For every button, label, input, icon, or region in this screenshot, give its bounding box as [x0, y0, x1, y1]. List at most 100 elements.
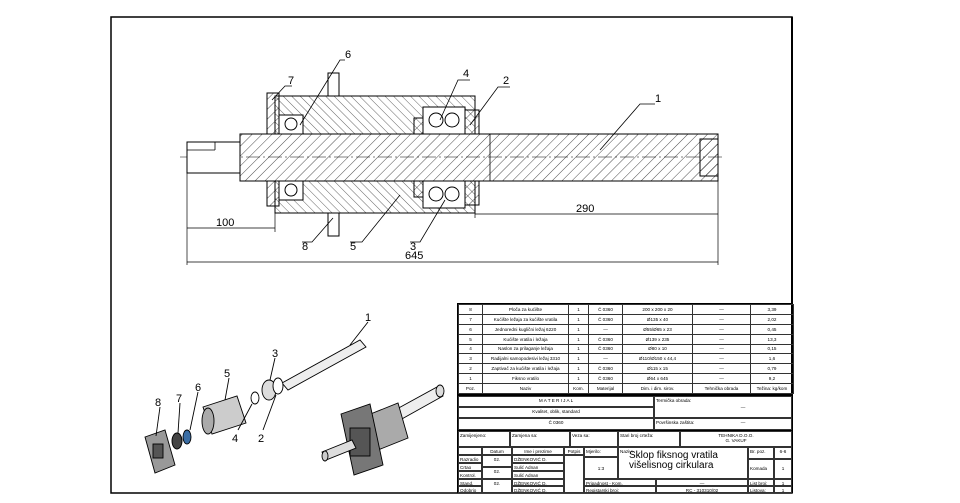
shaft-right-step [699, 138, 719, 177]
position-value: 6-6 [774, 447, 792, 459]
bom-header-cell: Naziv [482, 383, 569, 394]
scale-label: Mjerilo: [584, 447, 618, 457]
bom-cell: Ø80 x 10 [622, 343, 693, 355]
bom-cell: 3 [458, 353, 483, 365]
bom-header-cell: Težina: kg/kom [750, 383, 794, 394]
dim-100-label: 100 [216, 217, 234, 229]
iso-shaft-front-end [321, 450, 329, 462]
bom-cell: 1 [568, 304, 589, 315]
company-location: G. VAKUF [725, 438, 747, 443]
bom-cell: 2 [458, 363, 483, 375]
bom-cell: 13,3 [750, 333, 794, 345]
exploded-callout-2: 2 [258, 433, 264, 445]
leader-4 [439, 79, 470, 121]
bom-cell: Kućište vratila i ležaja [482, 333, 569, 345]
bom-cell: 1 [568, 373, 589, 384]
bom-cell: 1 [568, 343, 589, 355]
leader-5 [350, 194, 401, 243]
person-3: Sulić Adnan [512, 471, 564, 479]
bom-cell: — [692, 304, 751, 315]
date-2: 02. [482, 467, 512, 479]
bom-cell: Ø139 x 235 [622, 333, 693, 345]
bom-cell: 7 [458, 313, 483, 325]
belongs-value: — [656, 479, 748, 486]
exploded-callout-4: 4 [232, 433, 238, 445]
dim-645-label: 645 [405, 250, 423, 262]
roller-ball-3 [428, 186, 444, 202]
bom-cell: 1 [568, 363, 589, 375]
spacer-bottom [413, 180, 424, 198]
material-block: M A T E R I J A L Kvalitet, oblik, stand… [457, 395, 792, 430]
exploded-seal-2 [272, 377, 284, 395]
bom-cell: 8 [458, 304, 483, 315]
sig-header-blank [458, 447, 482, 455]
role-odobrio: Odobrio [458, 486, 482, 493]
leader-lines [271, 59, 655, 243]
role-kontrol: Kontrol. [458, 471, 482, 479]
material-sub: Kvalitet, oblik, standard [458, 407, 654, 418]
role-crtao: Crtao [458, 463, 482, 471]
shaft-body [239, 133, 719, 182]
bom-cell: Č 0360 [588, 373, 623, 384]
bearing-cap-top [266, 92, 280, 135]
bearing-cap-bottom [266, 180, 280, 207]
bom-cell: Ø110/Ø150 x 44,4 [622, 353, 693, 365]
seal-bottom [464, 180, 480, 206]
bom-cell: 3,39 [750, 304, 794, 315]
section-view: 100 290 645 1 2 4 6 7 8 5 3 [180, 49, 725, 265]
roller-ball-4 [444, 186, 460, 202]
bom-header-cell: Poz. [458, 383, 483, 394]
registry-value: RC - 310310/02 [656, 486, 748, 493]
bom-header-cell: Kom. [568, 383, 589, 394]
bom-cell: Jednoredni kuglični ležaj 6220 [482, 323, 569, 335]
exploded-plate-8-hole [152, 443, 164, 459]
bom-cell: Ø115 x 15 [622, 363, 693, 375]
name-header: Ime i prezime [512, 447, 564, 455]
bom-cell: 0,15 [750, 343, 794, 355]
person-4: DŽENKOVIĆ D. [512, 479, 564, 486]
exp-leader-3 [269, 357, 276, 381]
bom-header-cell: Materijal [588, 383, 623, 394]
person-2: Sulić Adnan [512, 463, 564, 471]
bom-cell: Č 0360 [588, 333, 623, 345]
position-label: Br. poz. [748, 447, 774, 459]
exp-leader-2 [262, 394, 277, 431]
exploded-cap-7 [171, 432, 183, 450]
bom-cell: 9,2 [750, 373, 794, 384]
roller-ball-2 [444, 112, 460, 128]
leader-8 [302, 217, 334, 243]
bom-cell: 5 [458, 333, 483, 345]
leader-1 [599, 103, 655, 151]
company-name-text: TEHNIKA D.O.O. [718, 433, 754, 438]
exploded-callout-7: 7 [176, 393, 182, 405]
scale-value: 1:3 [584, 457, 618, 479]
sheets-total-value: 1 [774, 486, 792, 493]
assembled-isometric [321, 384, 445, 476]
bom-cell: Ø55/Ø65 x 23 [622, 323, 693, 335]
quantity-value: 1 [774, 459, 792, 479]
thermal-treatment-value: — [740, 405, 746, 410]
bom-cell: 200 x 200 x 20 [622, 304, 693, 315]
role-razradio: Razradio [458, 455, 482, 463]
leader-2 [469, 86, 510, 126]
quantity-label: Komada [748, 459, 774, 479]
bom-cell: 2,02 [750, 313, 794, 325]
bom-cell: — [692, 313, 751, 325]
sheets-total-label: Listova: [748, 486, 774, 493]
bom-cell: — [692, 333, 751, 345]
material-value: Č 0360 [458, 418, 654, 430]
bom-cell: Zaptivač za kućište vratila i ležaja [482, 363, 569, 375]
iso-shaft-end [435, 384, 445, 398]
exploded-spacer-4 [250, 391, 260, 405]
bom-cell: — [692, 353, 751, 365]
bom-cell: 1 [568, 323, 589, 335]
signature-column [564, 455, 584, 493]
sheet-value: 1 [774, 479, 792, 486]
callout-5: 5 [350, 241, 356, 253]
